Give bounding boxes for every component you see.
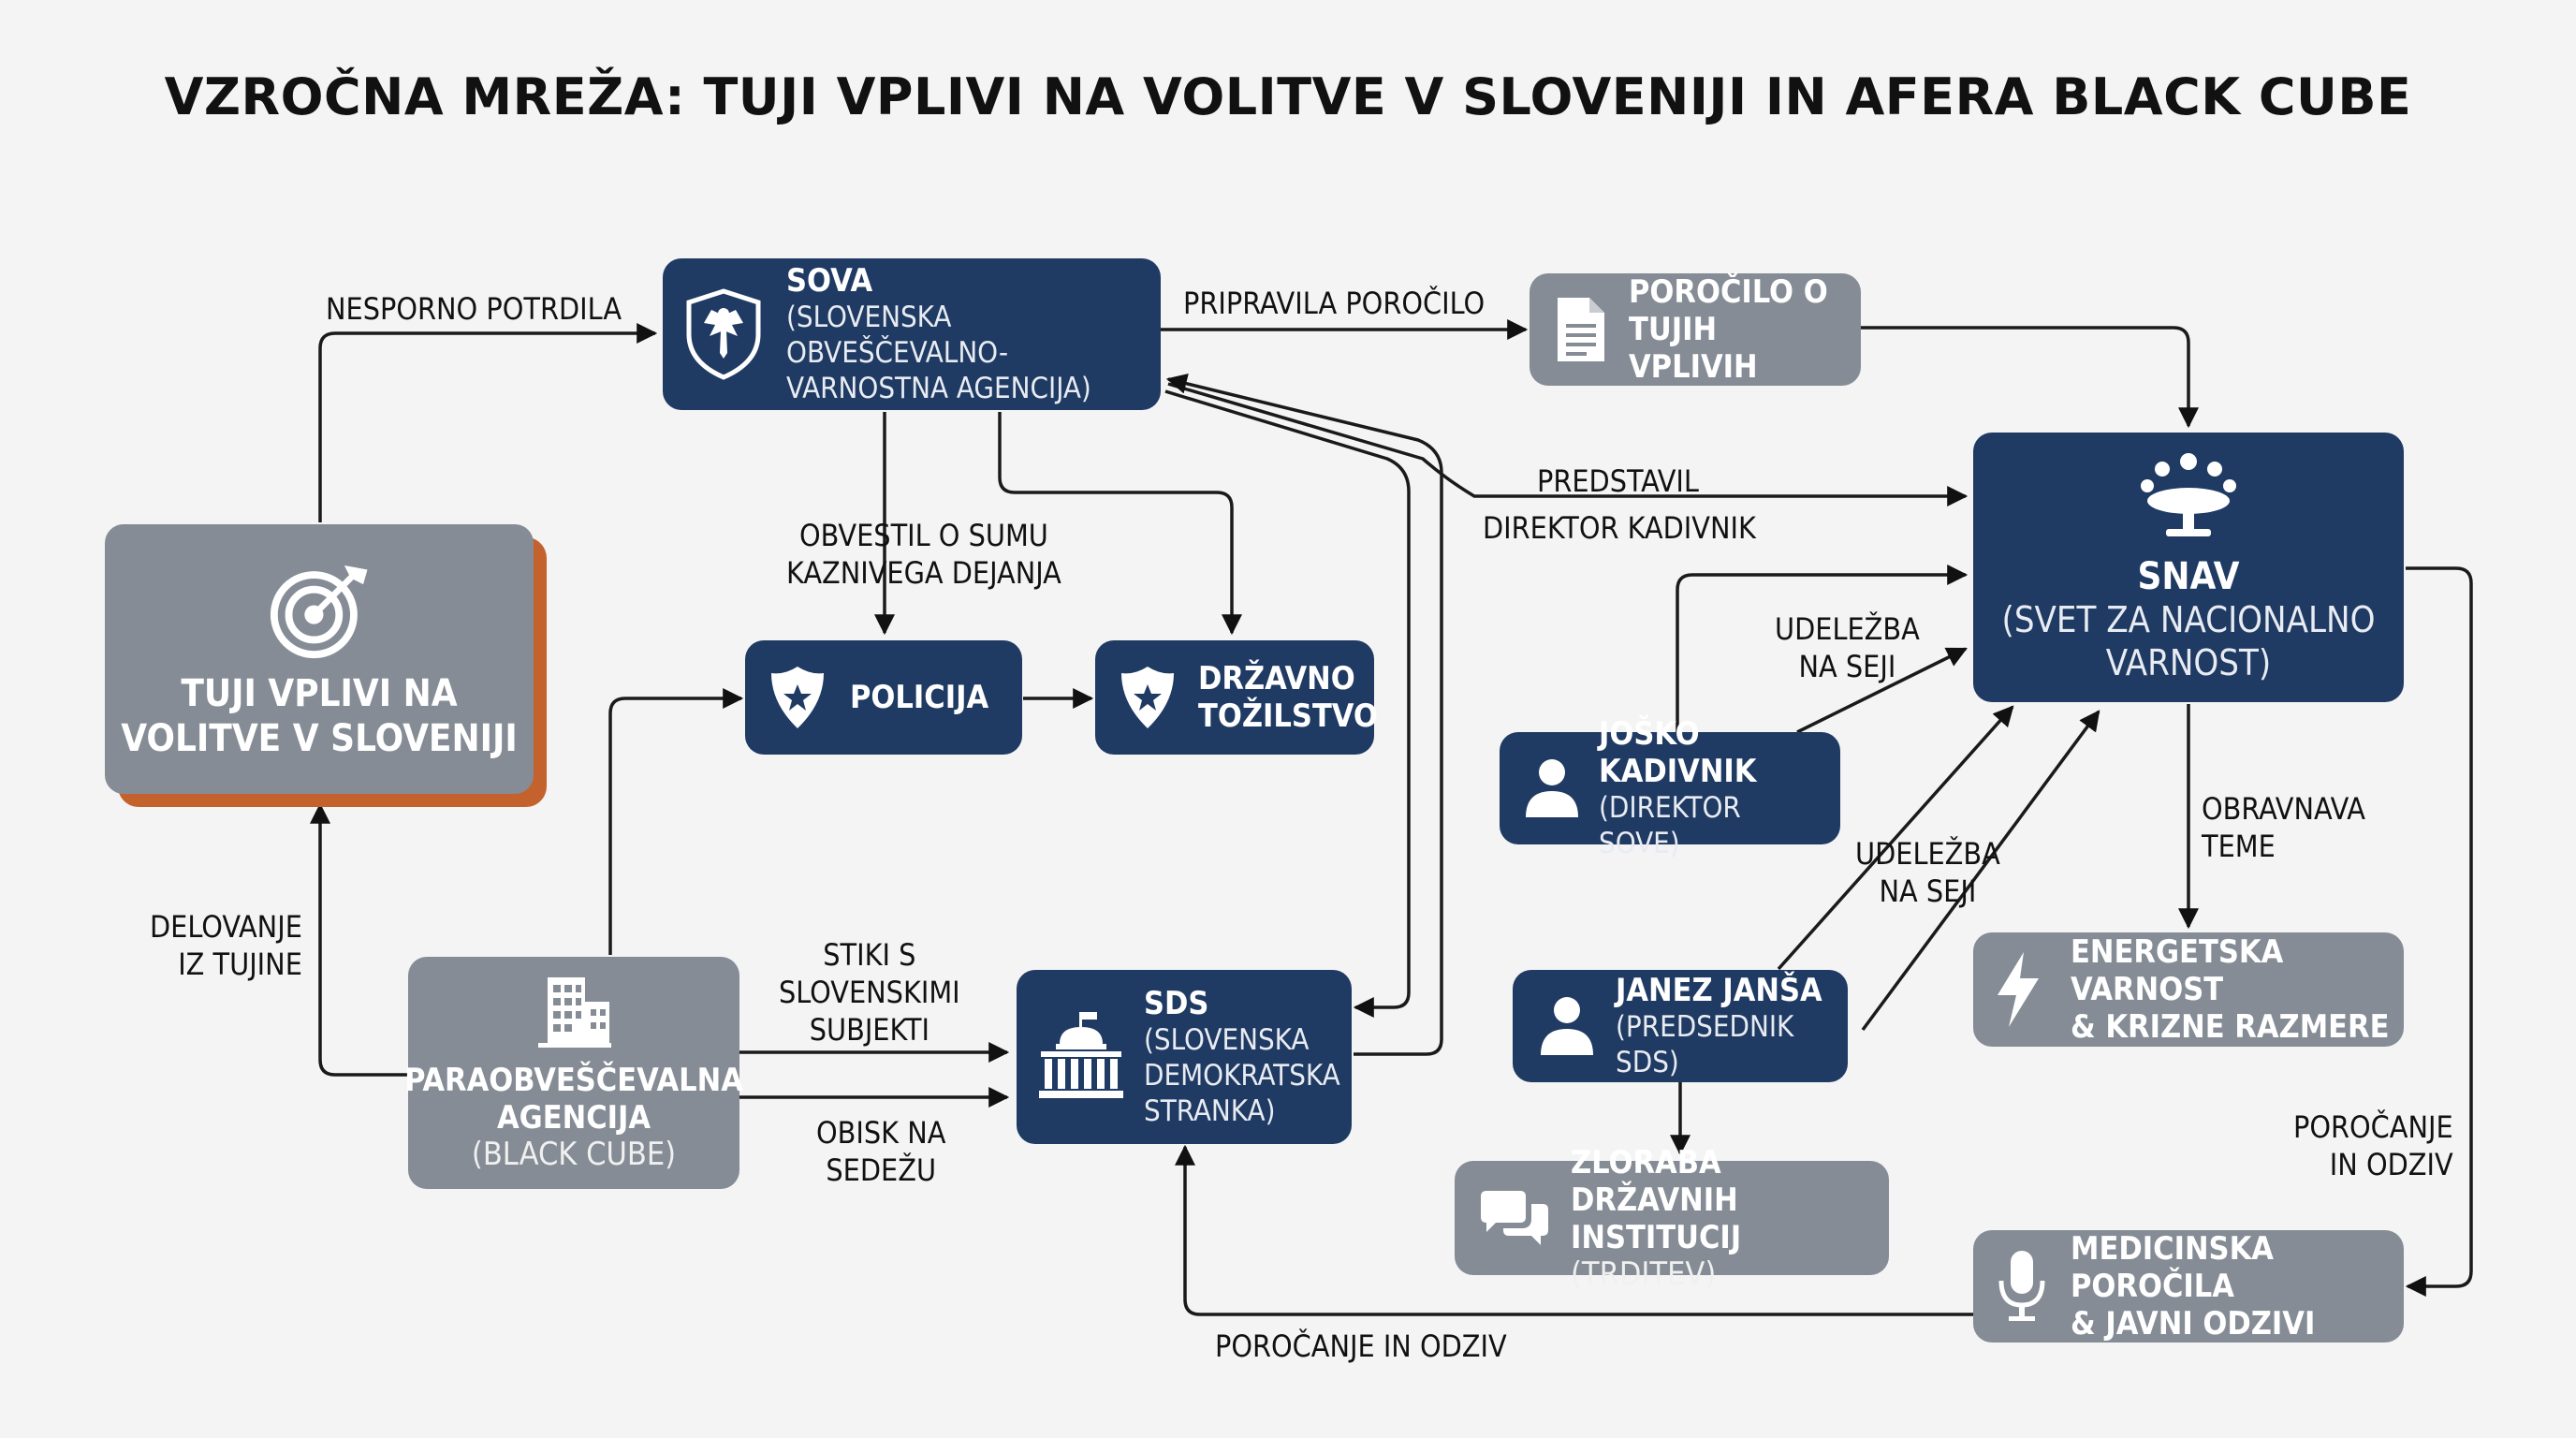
kadivnik-title: JOŠKO KADIVNIK xyxy=(1599,715,1757,790)
kadivnik-node[interactable]: JOŠKO KADIVNIK (DIREKTOR SOVE) xyxy=(1500,715,1840,860)
edge-label-nesporno: NESPORNO POTRDILA xyxy=(326,291,622,327)
sds-title: SDS xyxy=(1144,985,1209,1022)
edge-label-obisk: OBISK NA SEDEŽU xyxy=(816,1115,946,1188)
edge-label-predstavil-2: DIREKTOR KADIVNIK xyxy=(1483,510,1756,546)
zloraba-subtitle: (TRDITEV) xyxy=(1571,1255,1717,1293)
zloraba-title: ZLORABA DRŽAVNIH xyxy=(1571,1144,1738,1219)
building-icon xyxy=(538,977,611,1048)
person-icon xyxy=(1541,997,1593,1055)
tozilstvo-title: DRŽAVNO TOŽILSTVO xyxy=(1198,660,1378,735)
document-icon xyxy=(1558,298,1604,361)
edge-kadivnik-snav-1 xyxy=(1676,565,1969,732)
energetska-node[interactable]: ENERGETSKA VARNOST & KRIZNE RAZMERE xyxy=(1973,932,2404,1047)
jansa-title: JANEZ JANŠA xyxy=(1616,972,1822,1009)
edge-snav-medicinska xyxy=(2405,566,2473,1297)
edge-medicinska-sds xyxy=(1175,1144,1973,1316)
edge-blackcube-tuji xyxy=(310,802,408,1077)
edge-label-stiki: STIKI S SLOVENSKIMI SUBJEKTI xyxy=(779,937,960,1048)
speech-bubbles-icon xyxy=(1481,1191,1548,1245)
sova-subtitle: (SLOVENSKA OBVEŠČEVALNO- VARNOSTNA AGENC… xyxy=(786,301,1091,405)
sds-subtitle: (SLOVENSKA DEMOKRATSKA STRANKA) xyxy=(1144,1023,1340,1128)
edge-label-predstavil-1: PREDSTAVIL xyxy=(1537,463,1699,499)
police-badge-icon xyxy=(771,667,824,728)
edge-tuji-sova xyxy=(318,323,658,522)
jansa-node[interactable]: JANEZ JANŠA (PREDSEDNIK SDS) xyxy=(1513,970,1848,1082)
edge-sova-snav xyxy=(1167,382,1969,506)
edge-jansa-snav-2 xyxy=(1861,710,2100,1032)
person-icon xyxy=(1526,759,1578,817)
kadivnik-subtitle: (DIREKTOR SOVE) xyxy=(1599,791,1741,860)
zloraba-node[interactable]: ZLORABA DRŽAVNIH INSTITUCIJ (TRDITEV) xyxy=(1455,1144,1889,1292)
blackcube-subtitle: (BLACK CUBE) xyxy=(471,1136,677,1173)
edge-label-delovanje: DELOVANJE IZ TUJINE xyxy=(150,909,302,982)
meeting-table-icon xyxy=(2141,453,2236,536)
snav-node[interactable]: SNAV (SVET ZA NACIONALNO VARNOST) xyxy=(1973,433,2404,702)
blackcube-node[interactable]: PARAOBVEŠČEVALNA AGENCIJA (BLACK CUBE) xyxy=(404,957,743,1189)
edge-kadivnik-snav-2 xyxy=(1796,647,1968,734)
edge-label-obvestil: OBVESTIL O SUMU KAZNIVEGA DEJANJA xyxy=(786,518,1061,591)
sova-node[interactable]: SOVA (SLOVENSKA OBVEŠČEVALNO- VARNOSTNA … xyxy=(663,258,1161,410)
sds-node[interactable]: SDS (SLOVENSKA DEMOKRATSKA STRANKA) xyxy=(1017,970,1352,1144)
tuji-vplivi-node[interactable]: TUJI VPLIVI NA VOLITVE V SLOVENIJI xyxy=(105,524,534,794)
edge-blackcube-policija xyxy=(608,688,744,955)
lightning-icon xyxy=(1998,952,2039,1027)
energetska-title: ENERGETSKA VARNOST & KRIZNE RAZMERE xyxy=(2071,933,2390,1046)
edge-label-obravnava: OBRAVNAVA TEME xyxy=(2202,791,2365,864)
edge-label-porocanje-bottom: POROČANJE IN ODZIV xyxy=(1215,1328,1507,1364)
snav-title: SNAV xyxy=(2137,555,2240,598)
snav-subtitle: (SVET ZA NACIONALNO VARNOST) xyxy=(2001,599,2376,683)
edge-sds-sova xyxy=(1165,373,1443,1056)
microphone-icon xyxy=(1998,1251,2045,1321)
capitol-icon xyxy=(1039,1012,1123,1098)
edge-label-udelezba-2: UDELEŽBA NA SEJI xyxy=(1855,836,2000,909)
edge-label-udelezba-1: UDELEŽBA NA SEJI xyxy=(1775,611,1920,684)
blackcube-title: PARAOBVEŠČEVALNA AGENCIJA xyxy=(404,1062,743,1137)
sova-title: SOVA xyxy=(786,262,873,300)
porocilo-node[interactable]: POROČILO O TUJIH VPLIVIH xyxy=(1530,273,1861,386)
edge-sova-sds xyxy=(1164,389,1411,1018)
porocilo-title: POROČILO O TUJIH VPLIVIH xyxy=(1629,273,1828,386)
tuji-vplivi-title: TUJI VPLIVI NA VOLITVE V SLOVENIJI xyxy=(121,672,518,760)
target-icon xyxy=(270,565,368,659)
zloraba-title-2: INSTITUCIJ xyxy=(1571,1219,1742,1256)
policija-node[interactable]: POLICIJA xyxy=(745,640,1022,755)
edge-jansa-snav-1 xyxy=(1777,705,2014,971)
edge-porocilo-snav xyxy=(1861,326,2199,429)
eagle-emblem-icon xyxy=(686,288,761,380)
policija-title: POLICIJA xyxy=(850,679,989,716)
police-badge-icon xyxy=(1121,667,1174,728)
edge-sova-tozilstvo xyxy=(998,412,1242,636)
medicinska-title: MEDICINSKA POROČILA & JAVNI ODZIVI xyxy=(2071,1230,2316,1343)
page-title: VZROČNA MREŽA: TUJI VPLIVI NA VOLITVE V … xyxy=(164,67,2412,126)
tozilstvo-node[interactable]: DRŽAVNO TOŽILSTVO xyxy=(1095,640,1378,755)
medicinska-node[interactable]: MEDICINSKA POROČILA & JAVNI ODZIVI xyxy=(1973,1230,2404,1343)
edge-label-pripravila: PRIPRAVILA POROČILO xyxy=(1183,286,1486,321)
jansa-subtitle: (PREDSEDNIK SDS) xyxy=(1616,1010,1794,1079)
edge-label-porocanje-right: POROČANJE IN ODZIV xyxy=(2293,1109,2453,1182)
